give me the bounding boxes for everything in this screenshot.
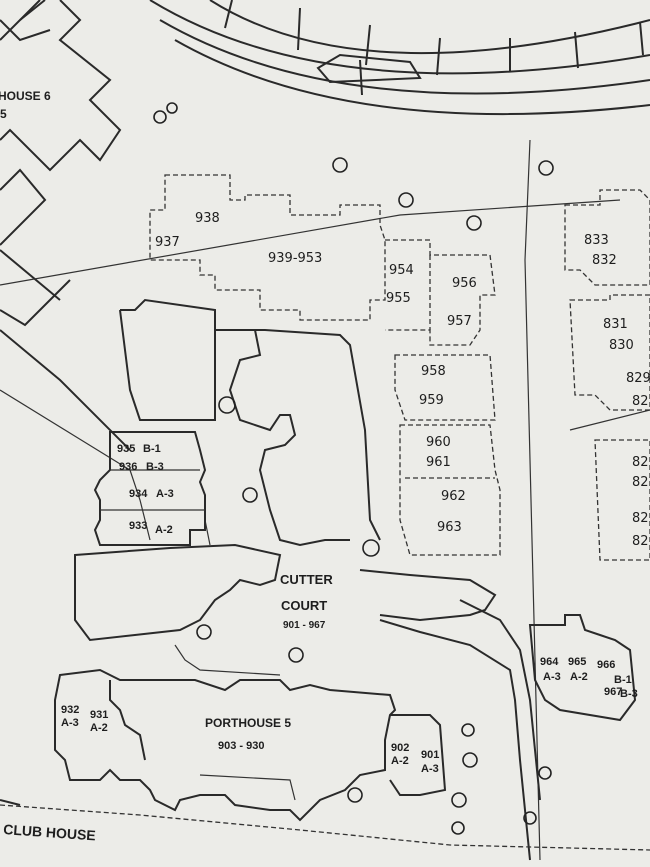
bottom-edge xyxy=(0,799,650,851)
unit-label: 957 xyxy=(447,314,472,329)
porthouse-5-building xyxy=(54,668,447,822)
unit-label: 961 xyxy=(426,455,451,470)
unit-label: 959 xyxy=(419,393,444,408)
unit-label: 832 xyxy=(592,253,617,268)
unit-933-label: 933 xyxy=(129,520,147,532)
unit-label: 82 xyxy=(632,394,649,409)
unit-935-label: 935 xyxy=(117,443,135,455)
unit-964-type: A-3 xyxy=(543,671,561,683)
street-name-label-2: COURT xyxy=(281,598,327,613)
unit-label: 833 xyxy=(584,233,609,248)
unit-931-label: 931 xyxy=(90,709,108,721)
unit-label: 82 xyxy=(632,475,649,490)
unit-932-type: A-3 xyxy=(61,717,79,729)
left-road xyxy=(0,199,621,471)
dashed-units xyxy=(149,174,501,556)
unit-901-type: A-3 xyxy=(421,763,439,775)
unit-label: 962 xyxy=(441,489,466,504)
unit-label: 82 xyxy=(632,455,649,470)
unit-label: 829 xyxy=(626,371,650,386)
unit-label: 960 xyxy=(426,435,451,450)
unit-967-label: 967 xyxy=(604,686,622,698)
unit-933-type: A-2 xyxy=(155,524,173,536)
unit-label: 958 xyxy=(421,364,446,379)
unit-934-type: A-3 xyxy=(156,488,174,500)
unit-label: 955 xyxy=(386,291,411,306)
building-name-label: PORTHOUSE 5 xyxy=(205,716,291,730)
unit-964-label: 964 xyxy=(540,656,559,668)
unit-966-label: 966 xyxy=(597,659,615,671)
central-lots xyxy=(74,298,541,861)
unit-932-label: 932 xyxy=(61,704,79,716)
porthouse-6-building xyxy=(0,0,122,246)
unit-935-type: B-1 xyxy=(143,443,161,455)
unit-label: 830 xyxy=(609,338,634,353)
trees xyxy=(153,102,554,835)
right-buildings xyxy=(524,139,650,861)
unit-902-type: A-2 xyxy=(391,755,409,767)
porthouse-6-label: HOUSE 6 xyxy=(0,89,51,103)
unit-label: 937 xyxy=(155,235,180,250)
unit-965-label: 965 xyxy=(568,656,586,668)
unit-label: 963 xyxy=(437,520,462,535)
unit-901-label: 901 xyxy=(421,749,439,761)
unit-967-type: B-3 xyxy=(620,688,638,700)
unit-936-type: B-3 xyxy=(146,461,164,473)
street-range-label: 901 - 967 xyxy=(283,620,326,631)
unit-label: 831 xyxy=(603,317,628,332)
block-935-933 xyxy=(93,431,207,546)
unit-label: 956 xyxy=(452,276,477,291)
unit-936-label: 936 xyxy=(119,461,137,473)
unit-902-label: 902 xyxy=(391,742,409,754)
curved-road xyxy=(149,0,650,116)
porthouse-6-range-label: 5 xyxy=(0,107,7,121)
building-range-label: 903 - 930 xyxy=(218,740,264,752)
club-house-label: CLUB HOUSE xyxy=(3,821,96,843)
unit-934-label: 934 xyxy=(129,488,148,500)
street-name-label: CUTTER xyxy=(280,572,333,587)
unit-label: 954 xyxy=(389,263,414,278)
unit-label: 82 xyxy=(632,511,649,526)
block-964-967 xyxy=(528,614,637,722)
unit-965-type: A-2 xyxy=(570,671,588,683)
unit-label: 82 xyxy=(632,534,649,549)
unit-931-type: A-2 xyxy=(90,722,108,734)
unit-966-type: B-1 xyxy=(614,674,632,686)
unit-label: 938 xyxy=(195,211,220,226)
unit-label: 939-953 xyxy=(268,251,322,266)
